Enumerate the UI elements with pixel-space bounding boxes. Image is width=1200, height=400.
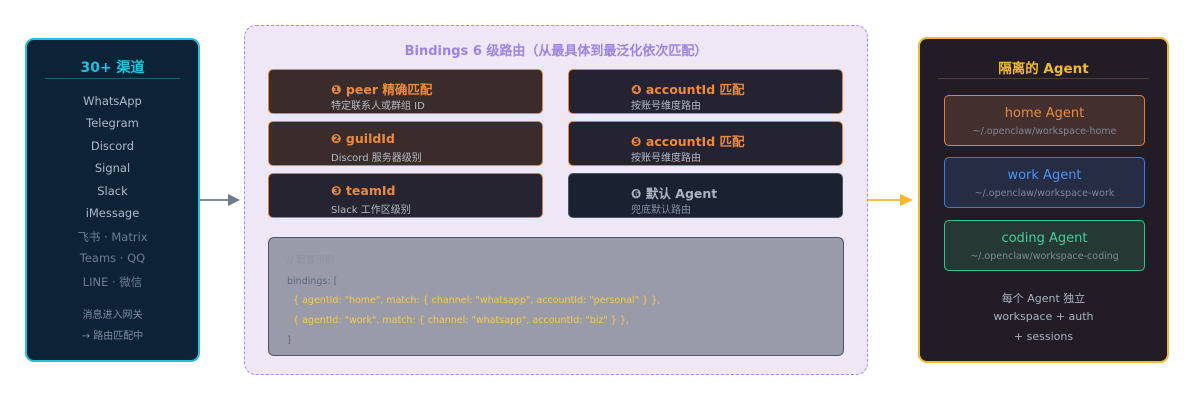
agent-card-coding: coding Agent ~/.openclaw/workspace-codin… — [944, 220, 1145, 271]
rule-title: ❷ guildId — [331, 131, 395, 146]
channel-item: iMessage — [85, 206, 140, 220]
rule-card-peer: ❶ peer 精确匹配 特定联系人或群组 ID — [268, 69, 543, 114]
agent-name: home Agent — [1004, 106, 1085, 121]
channel-item: Telegram — [86, 116, 139, 130]
agent-card-home: home Agent ~/.openclaw/workspace-home — [944, 95, 1145, 146]
channel-item: Discord — [90, 139, 135, 153]
agent-path: ~/.openclaw/workspace-coding — [970, 251, 1119, 262]
rule-title: ❺ accountId 匹配 — [631, 134, 745, 149]
channel-item: LINE · 微信 — [82, 275, 143, 289]
code-line: bindings: [ — [287, 276, 338, 287]
rule-card-teamid: ❸ teamId Slack 工作区级别 — [268, 173, 543, 218]
rule-subtitle: 兜底默认路由 — [631, 205, 691, 216]
rule-subtitle: Discord 服务器级别 — [331, 153, 422, 164]
rule-card-guildid: ❷ guildId Discord 服务器级别 — [268, 121, 543, 166]
code-line: ] — [287, 335, 291, 346]
rule-card-accountid: ❹ accountId 匹配 按账号维度路由 — [568, 69, 843, 114]
rule-card-accountid-2: ❺ accountId 匹配 按账号维度路由 — [568, 121, 843, 166]
rule-subtitle: 按账号维度路由 — [631, 101, 701, 112]
channels-note: 消息进入网关 — [82, 310, 143, 321]
agents-panel: 隔离的 Agent home Agent ~/.openclaw/workspa… — [918, 37, 1169, 363]
channel-item: WhatsApp — [83, 94, 142, 108]
agent-path: ~/.openclaw/workspace-work — [974, 188, 1115, 199]
agents-divider — [938, 78, 1149, 79]
channel-item: Slack — [97, 184, 128, 198]
rule-title: ❶ peer 精确匹配 — [331, 82, 433, 97]
rule-subtitle: Slack 工作区级别 — [331, 205, 411, 216]
agents-footnote: workspace + auth — [993, 310, 1094, 323]
code-comment: // 配置示例 — [287, 255, 335, 266]
rule-subtitle: 特定联系人或群组 ID — [331, 101, 425, 112]
rule-subtitle: 按账号维度路由 — [631, 153, 701, 164]
agents-title: 隔离的 Agent — [998, 61, 1089, 77]
rule-title: ❹ accountId 匹配 — [631, 82, 745, 97]
agent-name: coding Agent — [1001, 231, 1088, 246]
arrow-right-icon — [200, 194, 240, 206]
agent-card-work: work Agent ~/.openclaw/workspace-work — [944, 157, 1145, 208]
agent-path: ~/.openclaw/workspace-home — [972, 126, 1117, 137]
channels-divider — [45, 78, 180, 79]
channel-item: Signal — [94, 161, 131, 175]
channel-item: 飞书 · Matrix — [77, 230, 148, 244]
code-line: { agentId: "home", match: { channel: "wh… — [287, 295, 661, 306]
config-code-block: // 配置示例 bindings: [ { agentId: "home", m… — [268, 237, 844, 356]
rule-title: ❸ teamId — [331, 183, 396, 198]
channels-panel: 30+ 渠道 WhatsApp Telegram Discord Signal … — [25, 38, 200, 362]
agents-footnote: + sessions — [1013, 330, 1074, 343]
rule-title: ❻ 默认 Agent — [631, 186, 718, 201]
code-line: { agentId: "work", match: { channel: "wh… — [287, 315, 629, 326]
rule-card-default-agent: ❻ 默认 Agent 兜底默认路由 — [568, 173, 843, 218]
channels-title: 30+ 渠道 — [80, 60, 145, 76]
agent-name: work Agent — [1007, 168, 1082, 183]
agents-footnote: 每个 Agent 独立 — [1001, 292, 1086, 305]
channel-item: Teams · QQ — [79, 251, 146, 265]
arrow-right-icon — [868, 194, 913, 206]
channels-note: → 路由匹配中 — [81, 331, 144, 342]
bindings-title: Bindings 6 级路由（从最具体到最泛化依次匹配） — [404, 44, 708, 59]
